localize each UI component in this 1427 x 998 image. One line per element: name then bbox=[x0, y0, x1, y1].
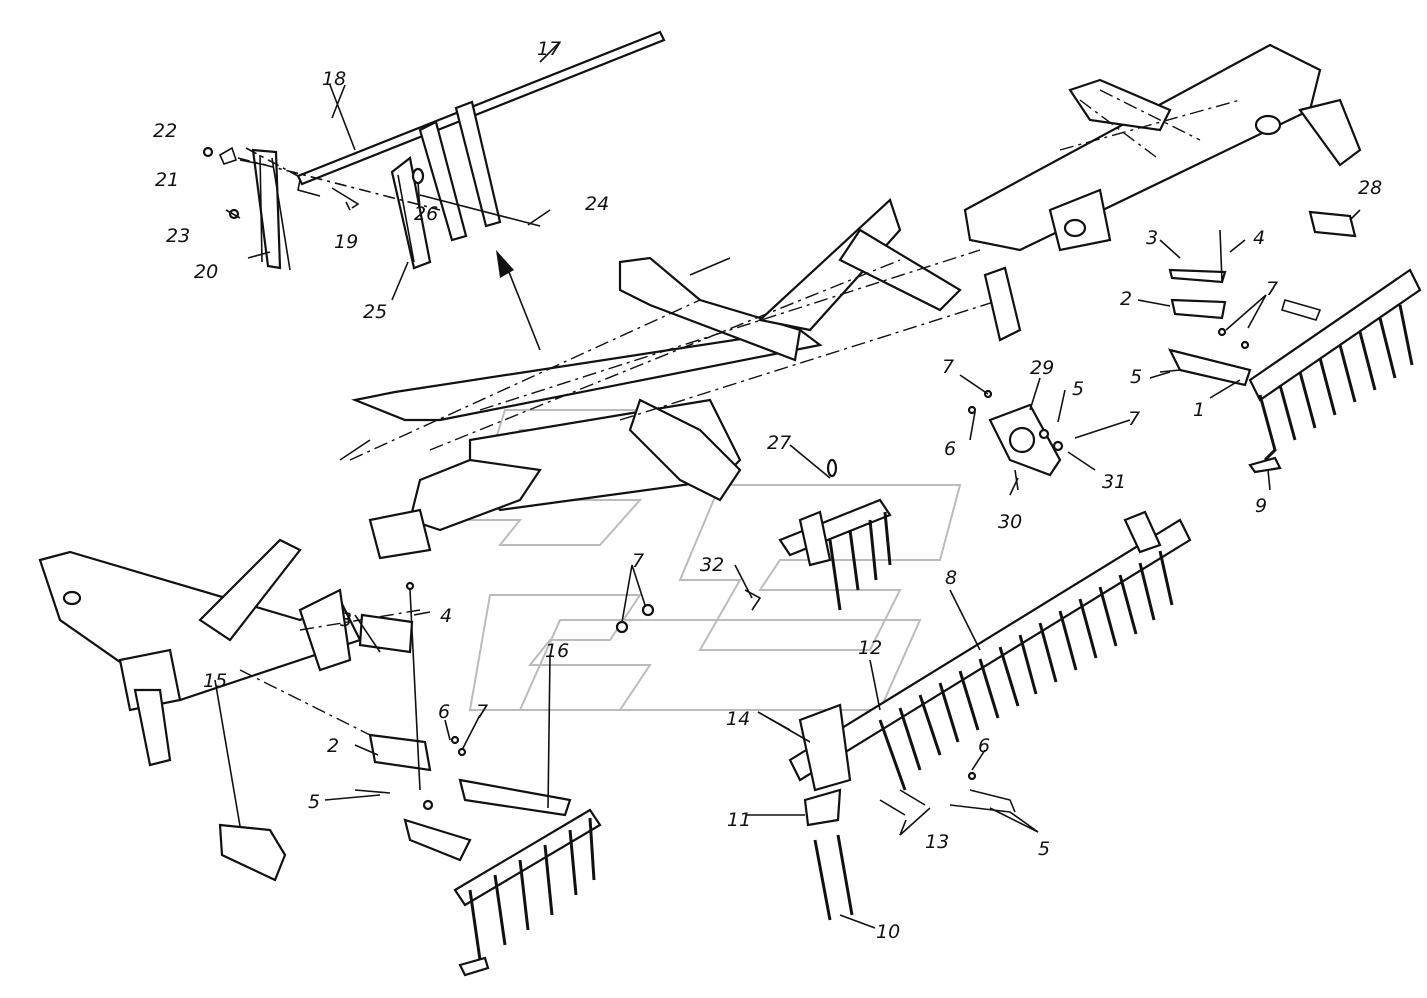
label-6-harrow: 6 bbox=[978, 735, 990, 757]
label-24: 24 bbox=[585, 193, 609, 215]
right-frame-section bbox=[963, 43, 1362, 342]
label-7-right: 7 bbox=[1266, 278, 1278, 300]
label-5-plate: 5 bbox=[1072, 378, 1084, 400]
leader-lines bbox=[214, 41, 1361, 929]
label-26: 26 bbox=[414, 203, 438, 225]
label-5-left: 5 bbox=[308, 791, 320, 813]
left-frame-section bbox=[38, 538, 421, 767]
label-6-left: 6 bbox=[438, 701, 450, 723]
label-3-right: 3 bbox=[1146, 227, 1158, 249]
label-28: 28 bbox=[1358, 177, 1382, 199]
label-14: 14 bbox=[726, 708, 750, 730]
label-17: 17 bbox=[537, 38, 561, 60]
center-nuts bbox=[615, 603, 655, 634]
right-harrow-section bbox=[1159, 210, 1422, 474]
label-4-right: 4 bbox=[1253, 227, 1265, 249]
label-1: 1 bbox=[1193, 399, 1205, 421]
label-7-plate2: 7 bbox=[1128, 408, 1140, 430]
label-5-right: 5 bbox=[1130, 366, 1142, 388]
label-16: 16 bbox=[545, 640, 569, 662]
label-20: 20 bbox=[194, 261, 218, 283]
bearing-plate-assembly bbox=[967, 389, 1064, 491]
label-7-center: 7 bbox=[632, 550, 644, 572]
label-19: 19 bbox=[334, 231, 358, 253]
label-8: 8 bbox=[945, 567, 957, 589]
label-22: 22 bbox=[153, 120, 177, 142]
arrow-indicator bbox=[496, 250, 541, 351]
label-4-left: 4 bbox=[440, 605, 452, 627]
left-harrow-section bbox=[218, 581, 602, 977]
tine-rod-assembly bbox=[202, 30, 666, 271]
label-2-left: 2 bbox=[327, 735, 339, 757]
label-12: 12 bbox=[858, 637, 882, 659]
label-5-harrow: 5 bbox=[1038, 838, 1050, 860]
label-3-left: 3 bbox=[340, 609, 352, 631]
label-7-plate: 7 bbox=[942, 356, 954, 378]
label-21: 21 bbox=[155, 169, 179, 191]
label-29: 29 bbox=[1030, 357, 1054, 379]
label-32: 32 bbox=[700, 554, 724, 576]
label-7-left: 7 bbox=[476, 701, 488, 723]
label-27: 27 bbox=[767, 432, 791, 454]
long-harrow-section bbox=[788, 510, 1192, 921]
label-10: 10 bbox=[876, 921, 900, 943]
label-25: 25 bbox=[363, 301, 387, 323]
label-13: 13 bbox=[925, 831, 949, 853]
label-31: 31 bbox=[1102, 471, 1126, 493]
center-harrow-unit bbox=[744, 458, 892, 611]
main-frame bbox=[339, 198, 1001, 560]
label-2-right: 2 bbox=[1120, 288, 1132, 310]
label-30: 30 bbox=[998, 511, 1022, 533]
label-9: 9 bbox=[1255, 495, 1267, 517]
label-15: 15 bbox=[203, 670, 227, 692]
label-18: 18 bbox=[322, 68, 346, 90]
label-23: 23 bbox=[166, 225, 190, 247]
label-6-plate: 6 bbox=[944, 438, 956, 460]
label-11: 11 bbox=[727, 809, 751, 831]
part-labels: 17 18 22 21 19 23 20 26 24 25 3 4 28 2 7… bbox=[153, 38, 1382, 943]
